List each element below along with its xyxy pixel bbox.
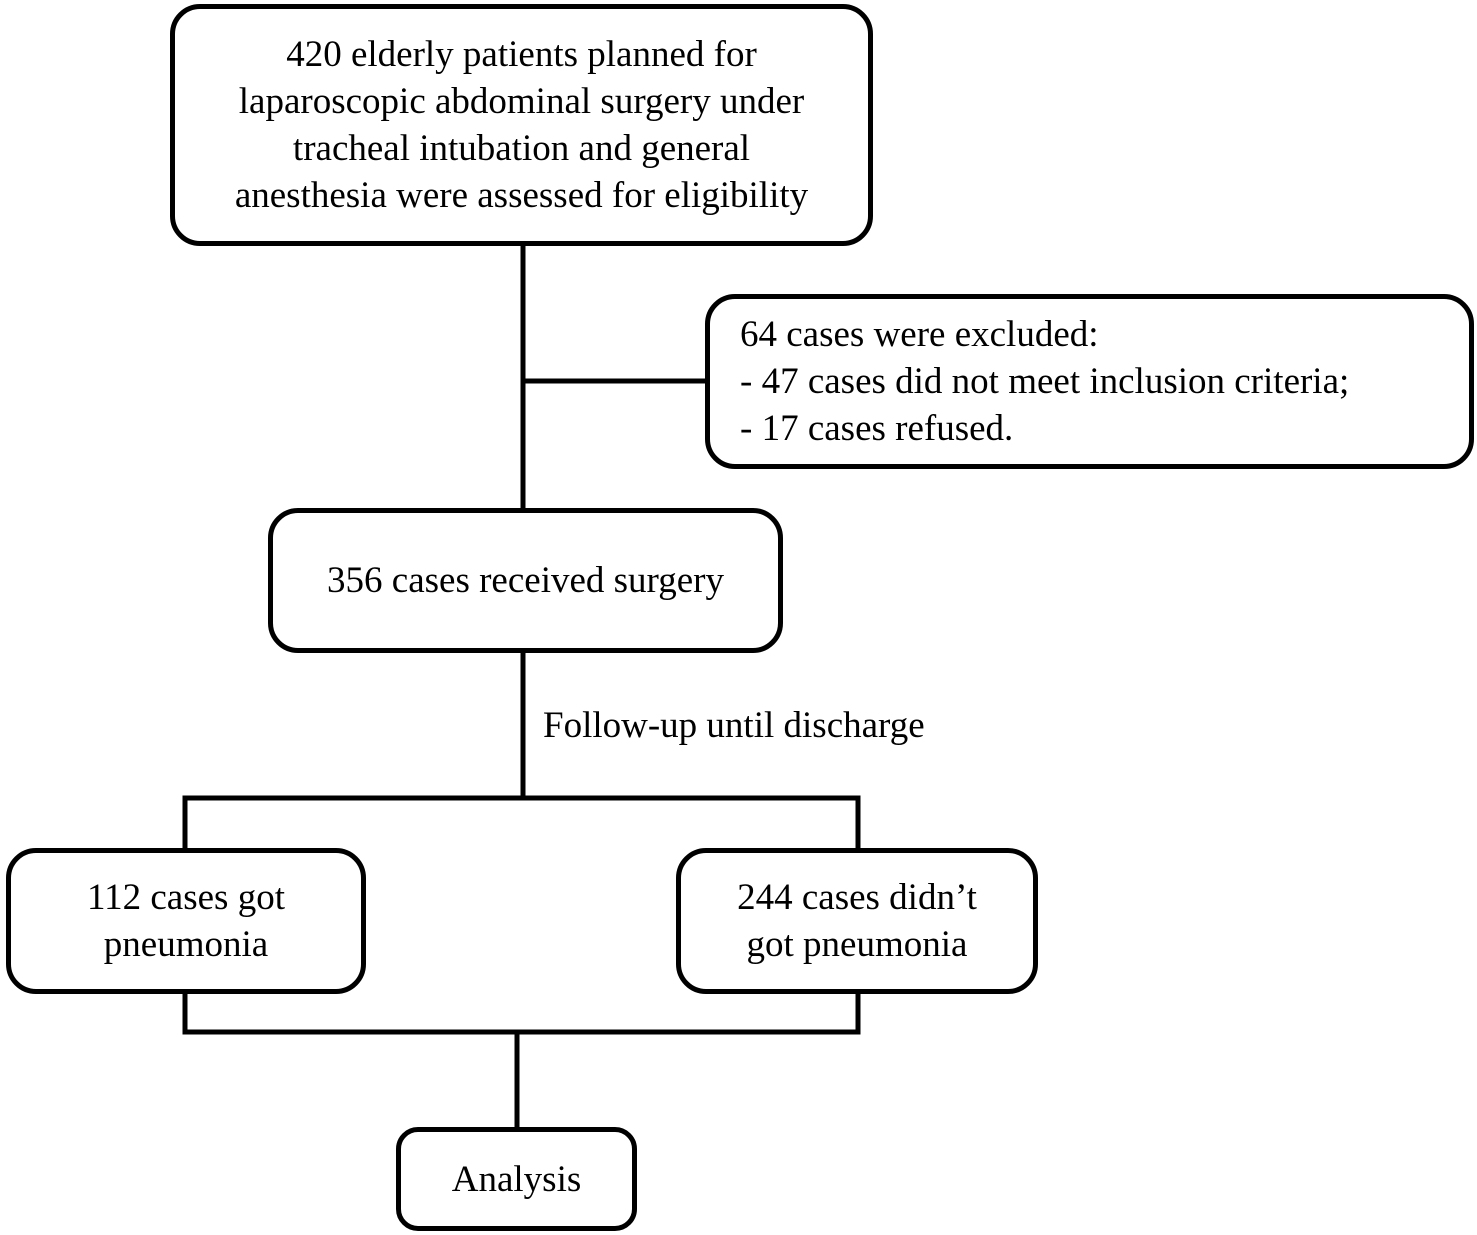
analysis-line: Analysis [451,1158,582,1200]
pneumonia-line: pneumonia [103,924,269,965]
pneumonia-line: 112 cases got [87,877,285,918]
no-pneumonia-line: got pneumonia [746,924,968,965]
surgery-box: 356 cases received surgery [268,508,783,653]
surgery-line: 356 cases received surgery [327,560,724,601]
connector-merge-bracket [182,994,861,1035]
eligibility-line: tracheal intubation and general [292,128,751,169]
no-pneumonia-box: 244 cases didn’t got pneumonia [676,848,1038,994]
connector-split-bracket [182,795,861,848]
pneumonia-box: 112 cases got pneumonia [6,848,366,994]
eligibility-line: 420 elderly patients planned for [286,34,757,75]
no-pneumonia-line: 244 cases didn’t [737,877,977,918]
excluded-line: 64 cases were excluded: [740,314,1099,355]
excluded-line: - 47 cases did not meet inclusion criter… [740,361,1350,402]
analysis-box: Analysis [396,1127,637,1231]
followup-label: Follow-up until discharge [543,705,925,746]
excluded-line: - 17 cases refused. [740,408,1014,449]
eligibility-line: anesthesia were assessed for eligibility [234,175,809,216]
eligibility-box: 420 elderly patients planned for laparos… [170,4,873,246]
excluded-box: 64 cases were excluded: - 47 cases did n… [705,294,1474,469]
eligibility-line: laparoscopic abdominal surgery under [238,81,805,122]
